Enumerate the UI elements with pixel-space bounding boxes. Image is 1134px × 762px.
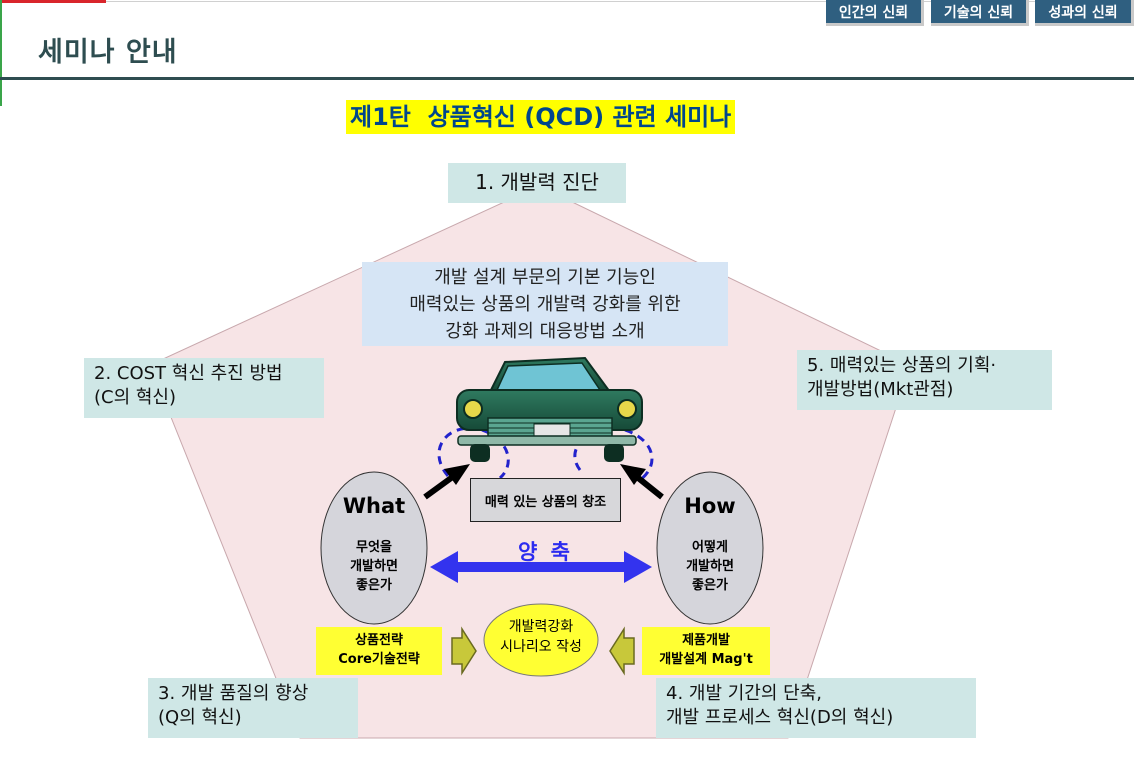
how-line2: 개발하면 [686, 559, 734, 574]
corner-bottom-left-line2: (Q의 혁신) [158, 707, 242, 728]
nav-tech-trust-button[interactable]: 기술의 신뢰 [931, 0, 1029, 26]
right-strategy-line1: 제품개발 [682, 633, 730, 648]
nav-human-trust-button[interactable]: 인간의 신뢰 [826, 0, 924, 26]
top-accent-line [0, 0, 106, 3]
top-divider [106, 1, 1134, 2]
how-line1: 어떻게 [692, 540, 728, 555]
how-title: How [684, 494, 736, 518]
what-oval [320, 471, 428, 625]
corner-bottom-right-box: 4. 개발 기간의 단축, 개발 프로세스 혁신(D의 혁신) [656, 678, 976, 738]
right-strategy-line2: 개발설계 Mag't [659, 652, 753, 667]
arrow-how-to-car [620, 464, 664, 500]
left-strategy-line1: 상품전략 [355, 633, 403, 648]
corner-right-line2: 개발방법(Mkt관점) [807, 379, 954, 400]
corner-top-box: 1. 개발력 진단 [448, 163, 626, 203]
scenario-text: 개발력강화 시나리오 작성 [482, 617, 600, 657]
how-line3: 좋은가 [692, 578, 728, 593]
corner-bottom-right-line2: 개발 프로세스 혁신(D의 혁신) [666, 707, 894, 728]
left-strategy-box: 상품전략 Core기술전략 [316, 627, 442, 675]
corner-bottom-left-box: 3. 개발 품질의 향상 (Q의 혁신) [148, 678, 358, 738]
what-line3: 좋은가 [356, 578, 392, 593]
dashed-arc-right-2 [624, 428, 654, 482]
how-oval [656, 471, 764, 625]
corner-top-label: 1. 개발력 진단 [475, 170, 599, 194]
corner-left-box: 2. COST 혁신 추진 방법 (C의 혁신) [84, 358, 324, 418]
description-box: 개발 설계 부문의 기본 기능인 매력있는 상품의 개발력 강화를 위한 강화 … [362, 262, 728, 346]
corner-bottom-left-line1: 3. 개발 품질의 향상 [158, 683, 309, 704]
corner-bottom-right-line1: 4. 개발 기간의 단축, [666, 683, 822, 704]
seminar-headline: 제1탄 상품혁신 (QCD) 관련 세미나 [346, 100, 736, 134]
arrow-left-strategy [451, 626, 477, 676]
center-label-box: 매력 있는 상품의 창조 [470, 478, 621, 522]
corner-right-line1: 5. 매력있는 상품의 기획· [807, 355, 997, 376]
description-line3: 강화 과제의 대응방법 소개 [445, 321, 645, 342]
blue-double-arrow [430, 551, 652, 583]
left-accent-line [0, 0, 2, 106]
page-title: 세미나 안내 [38, 37, 178, 68]
car-icon [456, 356, 643, 462]
what-line1: 무엇을 [356, 540, 392, 555]
corner-left-line1: 2. COST 혁신 추진 방법 [94, 363, 283, 384]
corner-right-box: 5. 매력있는 상품의 기획· 개발방법(Mkt관점) [797, 350, 1052, 410]
description-line2: 매력있는 상품의 개발력 강화를 위한 [409, 294, 681, 315]
right-strategy-box: 제품개발 개발설계 Mag't [642, 627, 770, 675]
arrow-what-to-car [423, 464, 470, 500]
left-strategy-line2: Core기술전략 [338, 652, 420, 667]
nav-result-trust-button[interactable]: 성과의 신뢰 [1035, 0, 1134, 26]
what-line2: 개발하면 [350, 559, 398, 574]
what-text: What 무엇을 개발하면 좋은가 [321, 494, 427, 595]
how-text: How 어떻게 개발하면 좋은가 [657, 494, 763, 595]
scenario-line2: 시나리오 작성 [500, 639, 582, 655]
arrow-right-strategy [609, 626, 635, 676]
scenario-line1: 개발력강화 [508, 619, 574, 635]
corner-left-line2: (C의 혁신) [94, 387, 177, 408]
what-title: What [342, 494, 406, 518]
axis-label: 양 축 [518, 540, 573, 564]
dashed-arc-left [437, 426, 469, 477]
center-label: 매력 있는 상품의 창조 [484, 494, 607, 510]
description-line1: 개발 설계 부문의 기본 기능인 [434, 267, 656, 288]
title-underline [0, 77, 1134, 80]
scenario-oval [483, 603, 599, 677]
